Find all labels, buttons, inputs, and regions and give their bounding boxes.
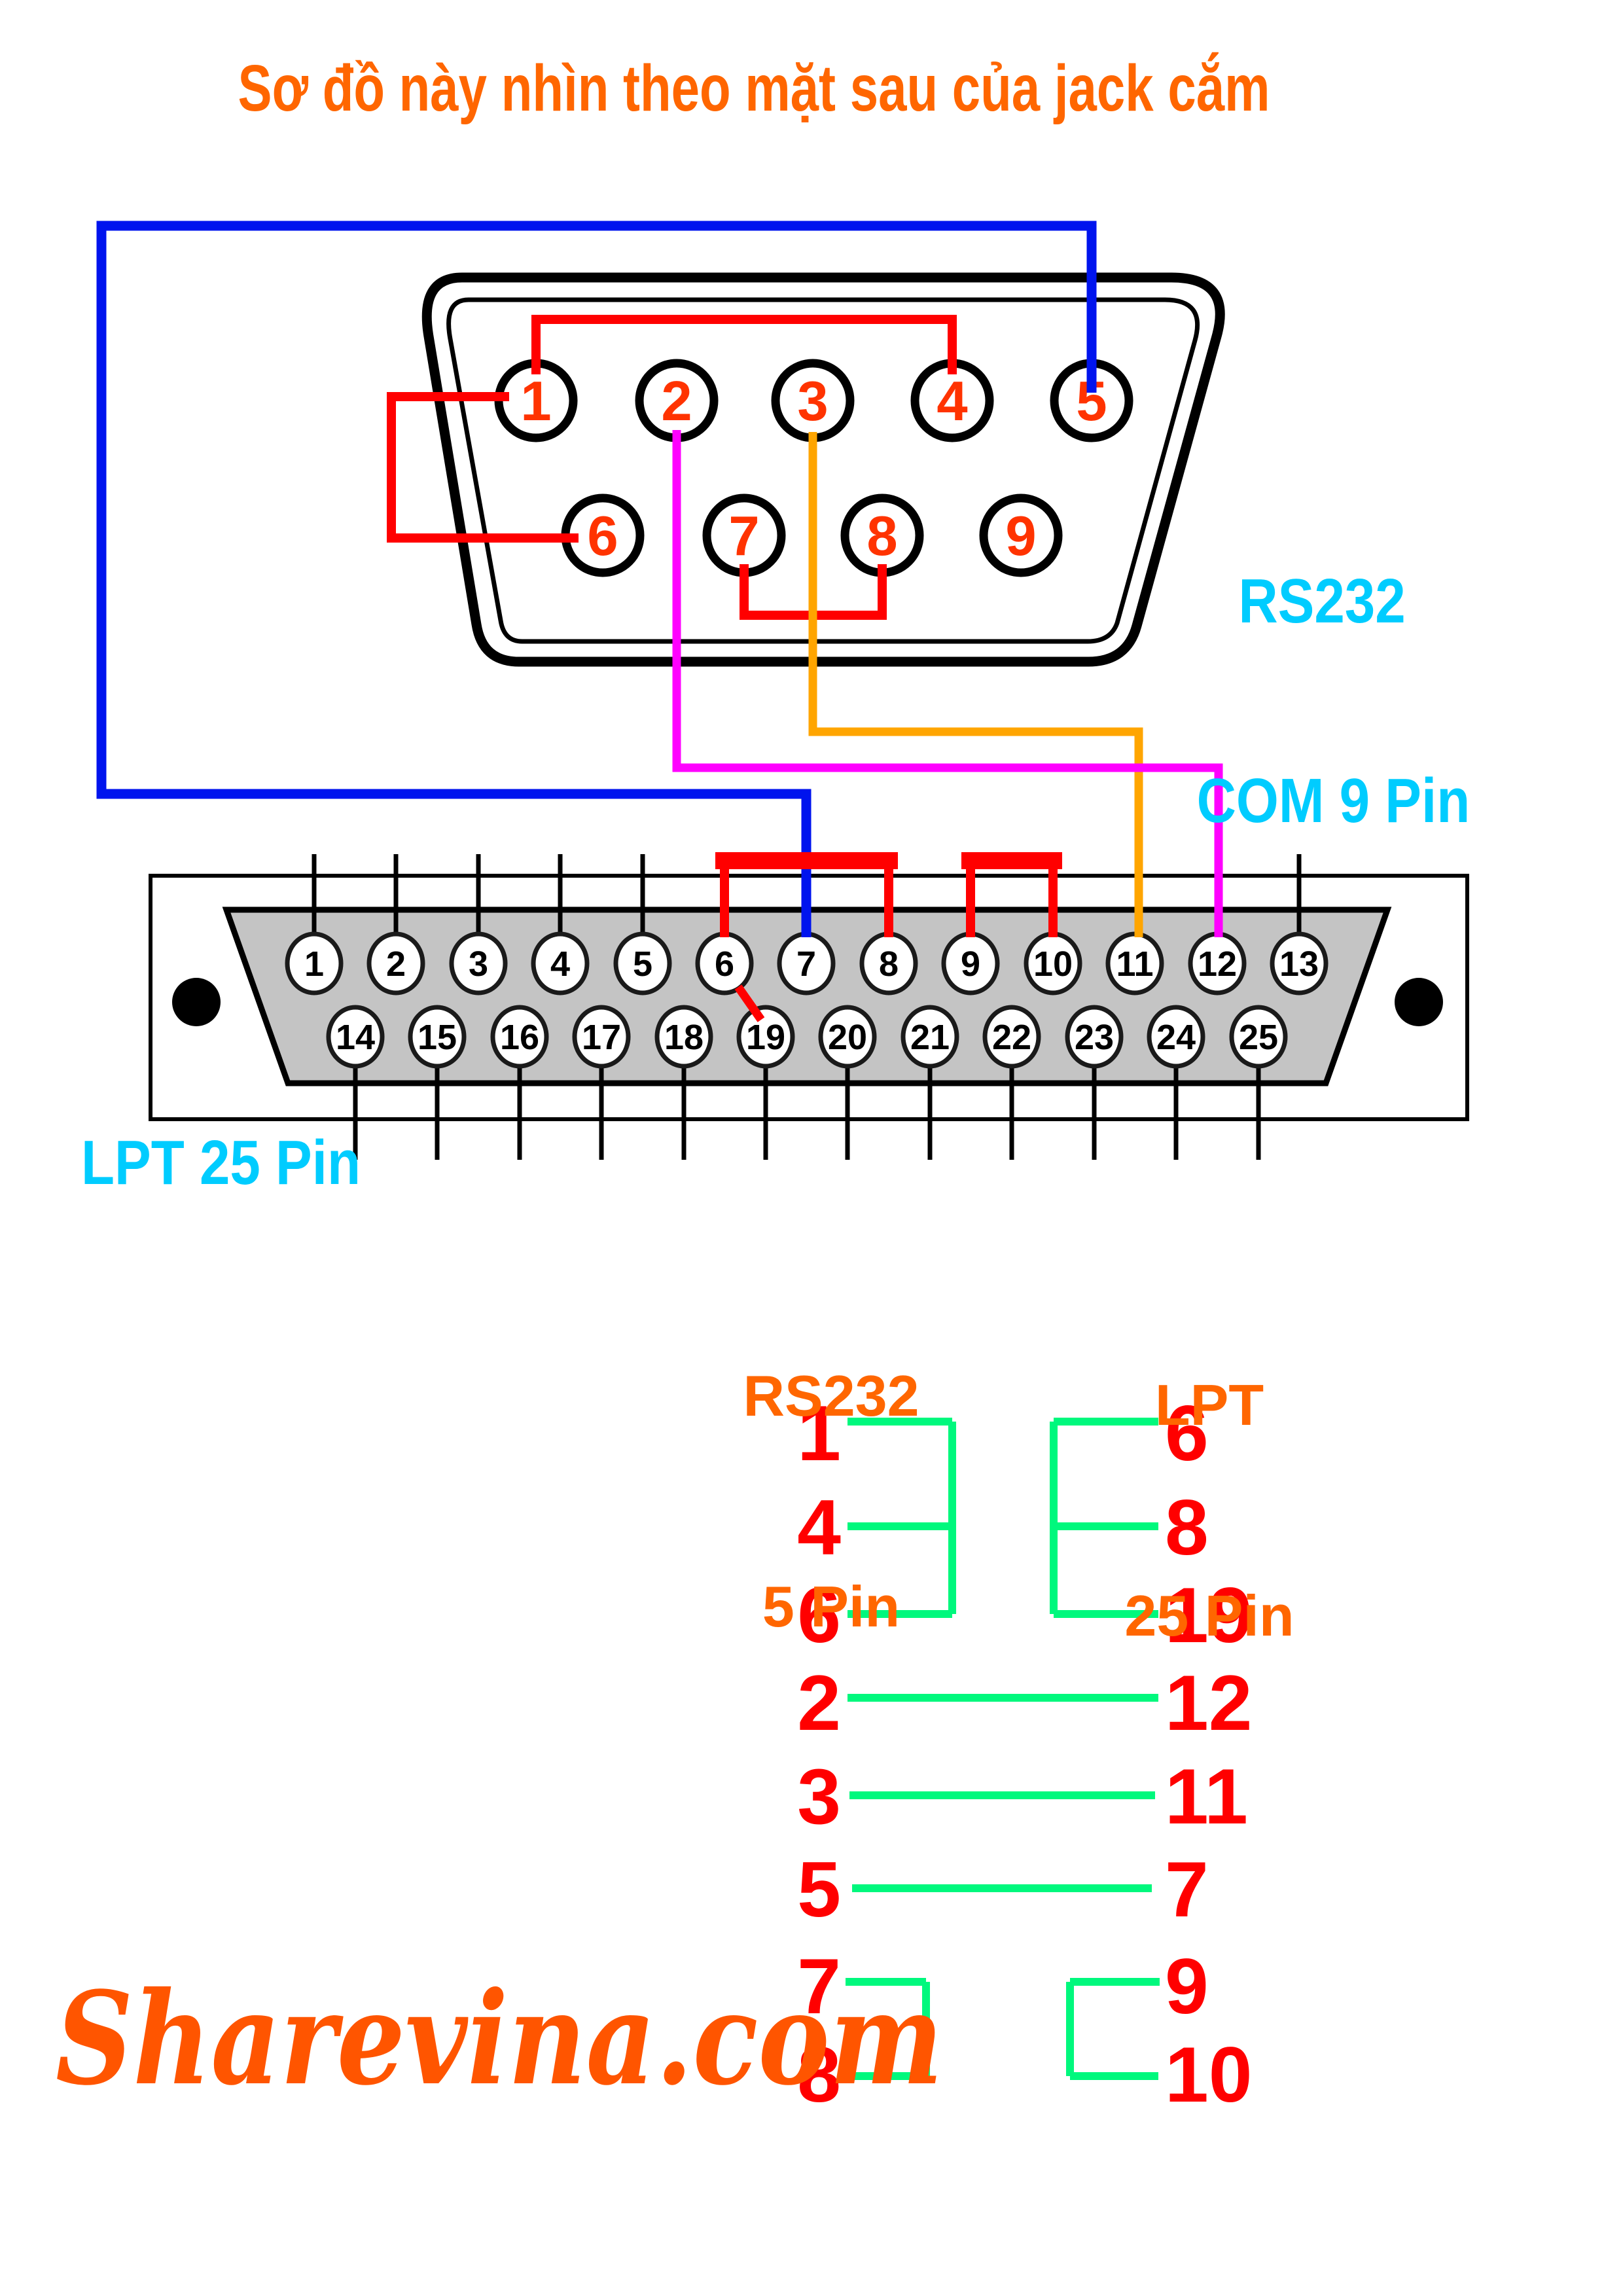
db25-pin-number-22: 22 xyxy=(992,1018,1031,1057)
db25-pin-25 xyxy=(1229,1005,1288,1069)
db25-pin-number-20: 20 xyxy=(828,1018,867,1057)
mapping-com-pin-8: 8 xyxy=(797,2031,841,2119)
mapping-lpt-pin-8: 8 xyxy=(1165,1484,1209,1571)
db25-pin-number-10: 10 xyxy=(1033,944,1073,984)
db25-pin-4 xyxy=(531,931,590,996)
db25-pin-number-21: 21 xyxy=(910,1018,950,1057)
db25-pin-3 xyxy=(449,931,508,996)
mapping-com-pin-2: 2 xyxy=(797,1659,841,1747)
db25-mounting-hole-right xyxy=(1395,978,1443,1026)
db9-label-line1: RS232 xyxy=(1238,565,1406,636)
mapping-com-pin-5: 5 xyxy=(797,1846,841,1933)
db25-pin-number-18: 18 xyxy=(664,1018,704,1057)
db25-pin-number-1: 1 xyxy=(304,944,324,984)
db9-connector-label: RS232 COM 9 Pin xyxy=(1196,435,1471,967)
db9-body-outline-outer xyxy=(421,272,1225,667)
db9-pin-number-2: 2 xyxy=(661,370,692,433)
db25-pin-number-2: 2 xyxy=(386,944,406,984)
mapping-lpt-pin-7: 7 xyxy=(1165,1846,1209,1933)
db25-pin-number-15: 15 xyxy=(418,1018,457,1057)
mapping-header-lpt: LPT 25 Pin xyxy=(1092,1229,1327,1791)
db25-mounting-hole-left xyxy=(172,978,221,1026)
mapping-header-lpt-line2: 25 Pin xyxy=(1124,1583,1294,1648)
db25-pin-number-3: 3 xyxy=(469,944,488,984)
db25-pin-number-19: 19 xyxy=(746,1018,785,1057)
db25-pin-number-16: 16 xyxy=(500,1018,539,1057)
db25-pin-5 xyxy=(613,931,672,996)
mapping-lpt-pin-6: 6 xyxy=(1165,1390,1209,1477)
mapping-header-rs232: RS232 5 Pin xyxy=(713,1220,949,1782)
db25-pin-number-5: 5 xyxy=(633,944,652,984)
mapping-com-pin-6: 6 xyxy=(797,1571,841,1659)
db25-pin-number-8: 8 xyxy=(879,944,899,984)
db25-pin-18 xyxy=(654,1005,713,1069)
db25-pin-number-24: 24 xyxy=(1156,1018,1196,1057)
db25-pin-number-6: 6 xyxy=(715,944,734,984)
db25-pin-number-9: 9 xyxy=(961,944,980,984)
db25-pin-2 xyxy=(366,931,425,996)
db9-pin-number-1: 1 xyxy=(520,370,551,433)
db25-pin-19 xyxy=(736,1005,795,1069)
wire-com1-com4 xyxy=(531,315,957,374)
mapping-com-pin-1: 1 xyxy=(797,1390,841,1477)
db25-pin-number-13: 13 xyxy=(1279,944,1319,984)
db25-pin-15 xyxy=(408,1005,467,1069)
mapping-header-lpt-line1: LPT xyxy=(1154,1372,1264,1437)
mapping-header-rs232-line1: RS232 xyxy=(743,1363,919,1428)
db25-connector-label: LPT 25 Pin xyxy=(81,1128,361,1198)
wire-com3-lpt11 xyxy=(808,432,1143,937)
mapping-lpt-pin-12: 12 xyxy=(1165,1659,1252,1747)
mapping-com-pin-7: 7 xyxy=(797,1943,841,2030)
mapping-com-pin-3: 3 xyxy=(797,1753,841,1840)
db25-pin-24 xyxy=(1147,1005,1205,1069)
page-title: Sơ đồ này nhìn theo mặt sau của jack cắm xyxy=(238,52,1270,125)
mapping-lpt-pin-9: 9 xyxy=(1165,1943,1209,2030)
db9-label-line2: COM 9 Pin xyxy=(1196,765,1471,836)
db25-pin-number-4: 4 xyxy=(550,944,570,984)
db9-pin-number-6: 6 xyxy=(587,505,618,567)
db25-pin-16 xyxy=(490,1005,549,1069)
db25-pin-23 xyxy=(1065,1005,1124,1069)
db25-pin-number-23: 23 xyxy=(1075,1018,1114,1057)
db9-body-outline-inner xyxy=(446,297,1200,644)
db25-pin-number-12: 12 xyxy=(1198,944,1237,984)
mapping-lpt-pin-19: 19 xyxy=(1165,1571,1252,1659)
db9-pin-number-8: 8 xyxy=(866,505,897,567)
db25-pin-22 xyxy=(982,1005,1041,1069)
db9-pin-number-7: 7 xyxy=(728,505,759,567)
db25-pin-13 xyxy=(1270,931,1329,996)
mapping-lpt-pin-10: 10 xyxy=(1165,2031,1252,2119)
wire-com5-lpt7 xyxy=(96,221,1097,937)
db25-pin-number-11: 11 xyxy=(1116,944,1153,984)
db25-pin-number-14: 14 xyxy=(336,1018,375,1057)
db25-pin-14 xyxy=(326,1005,385,1069)
wire-lpt6-lpt19 xyxy=(734,984,765,1022)
db25-pin-1 xyxy=(285,931,344,996)
db25-pin-number-7: 7 xyxy=(796,944,816,984)
mapping-com-pin-4: 4 xyxy=(797,1484,841,1571)
wire-com1-com6 xyxy=(387,392,579,543)
wire-com2-lpt12 xyxy=(672,430,1223,937)
db9-pin-number-3: 3 xyxy=(797,370,828,433)
db9-pin-number-4: 4 xyxy=(936,370,967,433)
db9-pin-9 xyxy=(979,493,1063,577)
db25-pin-21 xyxy=(901,1005,959,1069)
db25-pin-number-25: 25 xyxy=(1239,1018,1278,1057)
db25-pin-20 xyxy=(818,1005,877,1069)
mapping-header-rs232-line2: 5 Pin xyxy=(762,1573,901,1639)
db25-pin-number-17: 17 xyxy=(582,1018,621,1057)
db9-pin-number-9: 9 xyxy=(1005,505,1036,567)
mapping-lpt-pin-11: 11 xyxy=(1165,1753,1248,1840)
watermark: Sharevina.com xyxy=(56,1964,943,2113)
db25-pin-17 xyxy=(572,1005,631,1069)
